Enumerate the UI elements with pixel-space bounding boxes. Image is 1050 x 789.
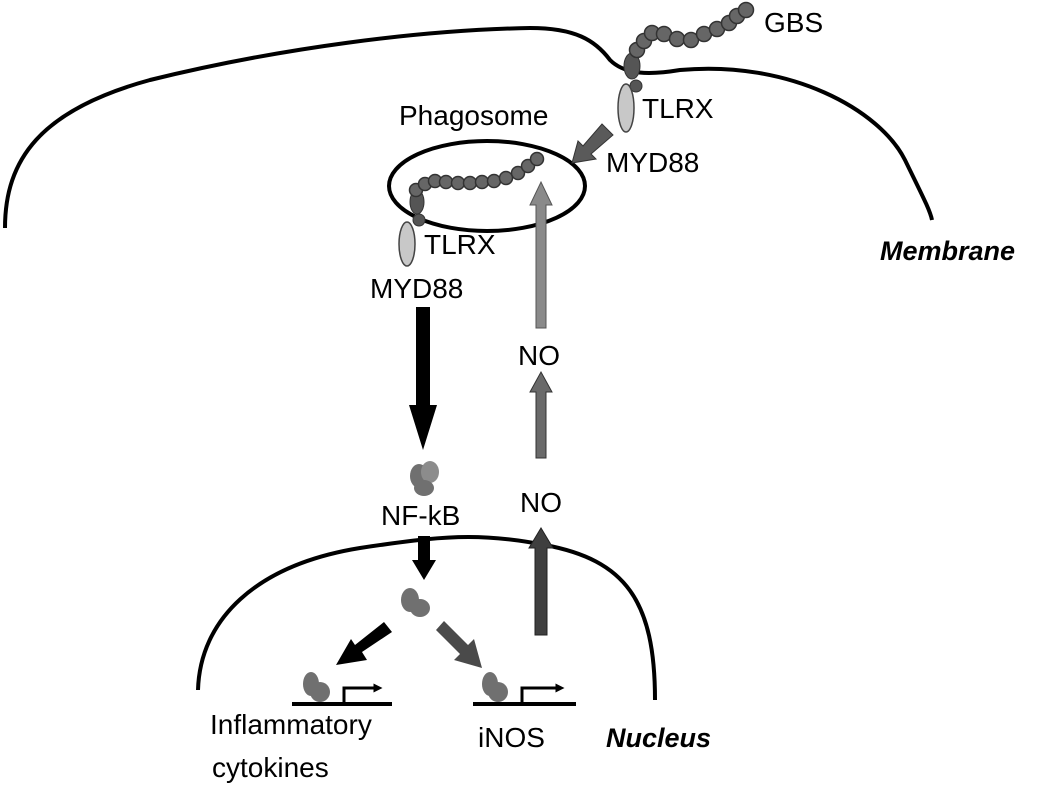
myd88-membrane-adaptor xyxy=(617,83,635,133)
phagosome-vesicle xyxy=(387,139,587,233)
to-inos-gene-arrow xyxy=(436,621,482,668)
myd88-membrane-label: MYD88 xyxy=(606,147,699,178)
transcription-start-arrow xyxy=(520,683,565,702)
gbs-bead xyxy=(474,174,490,190)
cell-membrane xyxy=(3,25,934,229)
gbs-bead xyxy=(450,175,466,191)
nfkb-complex xyxy=(410,461,439,496)
nfkb-nuclear xyxy=(401,588,430,617)
inos-to-no-arrow xyxy=(528,527,554,636)
gbs-bead xyxy=(438,174,454,190)
no-upper-label: NO xyxy=(518,340,560,371)
nuclear-membrane xyxy=(196,534,657,701)
gbs-bead xyxy=(462,175,478,191)
gbs-bead xyxy=(668,30,686,48)
nfkb-bound-cytokine xyxy=(303,672,330,702)
nfkb-translocation-arrow xyxy=(412,536,436,580)
tlrx-phagosome-link xyxy=(412,213,426,227)
gbs-bead xyxy=(529,151,545,167)
to-cytokine-gene-arrow xyxy=(336,622,392,665)
gbs-bead-chain-phagosome xyxy=(408,151,545,198)
tlrx-membrane-label: TLRX xyxy=(642,93,714,124)
no-lower-label: NO xyxy=(520,487,562,518)
gbs-bead xyxy=(737,1,755,19)
membrane-label: Membrane xyxy=(880,236,1015,266)
inflammatory-cytokines-label-line2: cytokines xyxy=(212,752,329,783)
gbs-bead-chain-membrane xyxy=(628,1,755,59)
transcription-start-arrow xyxy=(342,683,383,702)
myd88-phagosome-label: MYD88 xyxy=(370,273,463,304)
nucleus-label: Nucleus xyxy=(606,723,711,753)
gbs-label: GBS xyxy=(764,7,823,38)
cytokine-gene-promoter xyxy=(292,672,392,706)
nfkb-bound-inos xyxy=(482,672,508,702)
no-lower-to-upper-arrow xyxy=(529,370,553,459)
no-to-phagosome-arrow xyxy=(529,180,553,329)
inos-label: iNOS xyxy=(478,722,545,753)
myd88-phagosome-adaptor xyxy=(398,221,416,267)
gbs-bead xyxy=(510,165,526,181)
nfkb-label: NF-kB xyxy=(381,500,460,531)
inos-gene-promoter xyxy=(473,672,576,706)
gbs-bead xyxy=(498,170,514,186)
internalization-arrow xyxy=(571,123,614,164)
tlrx-phagosome-label: TLRX xyxy=(424,229,496,260)
inflammatory-cytokines-label: Inflammatory xyxy=(210,709,372,740)
myd88-to-nfkb-arrow xyxy=(409,307,437,450)
gbs-bead xyxy=(486,173,502,189)
phagosome-label: Phagosome xyxy=(399,100,548,131)
